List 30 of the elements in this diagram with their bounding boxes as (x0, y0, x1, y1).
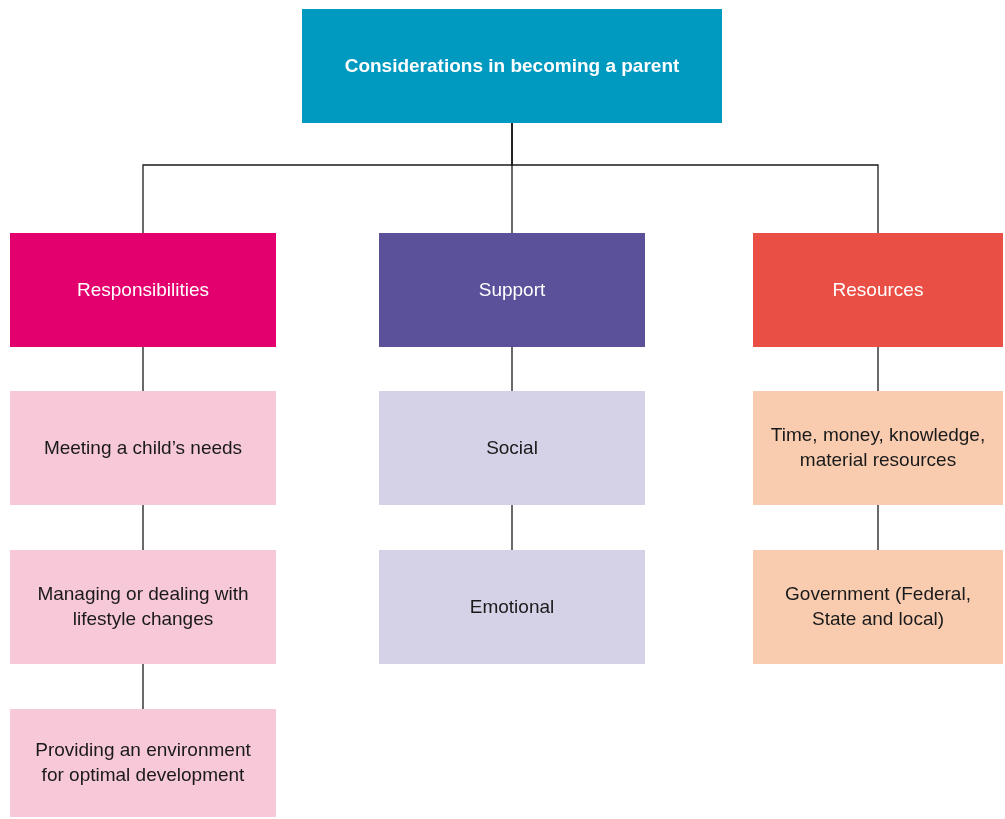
box-label: Resources (832, 277, 924, 302)
category-box (379, 233, 645, 347)
category-box (10, 233, 276, 347)
connector-line (511, 122, 879, 234)
category-box (10, 550, 276, 664)
category-box (10, 391, 276, 505)
box-label: Time, money, knowledge, material resources (769, 423, 987, 472)
category-box (379, 391, 645, 505)
category-box (302, 9, 722, 123)
box-label: Responsibilities (77, 277, 209, 302)
category-box (379, 550, 645, 664)
box-label: Government (Federal, State and local) (784, 582, 972, 631)
connector-line (142, 504, 144, 551)
connector-line (877, 346, 879, 392)
box-label: Emotional (469, 594, 555, 619)
connector-line (142, 346, 144, 392)
category-box (10, 709, 276, 817)
box-label: Meeting a child’s needs (43, 435, 243, 460)
connector-line (511, 346, 513, 392)
box-label: Social (486, 435, 538, 460)
box-label: Support (478, 277, 546, 302)
box-label: Managing or dealing with lifestyle changes (36, 582, 250, 631)
category-box (753, 233, 1003, 347)
category-box (753, 391, 1003, 505)
connector-line (877, 504, 879, 551)
box-label: Providing an environment for optimal development (34, 738, 252, 787)
connector-line (511, 504, 513, 551)
connector-line (142, 663, 144, 710)
category-box (753, 550, 1003, 664)
box-label: Considerations in becoming a parent (344, 53, 680, 78)
